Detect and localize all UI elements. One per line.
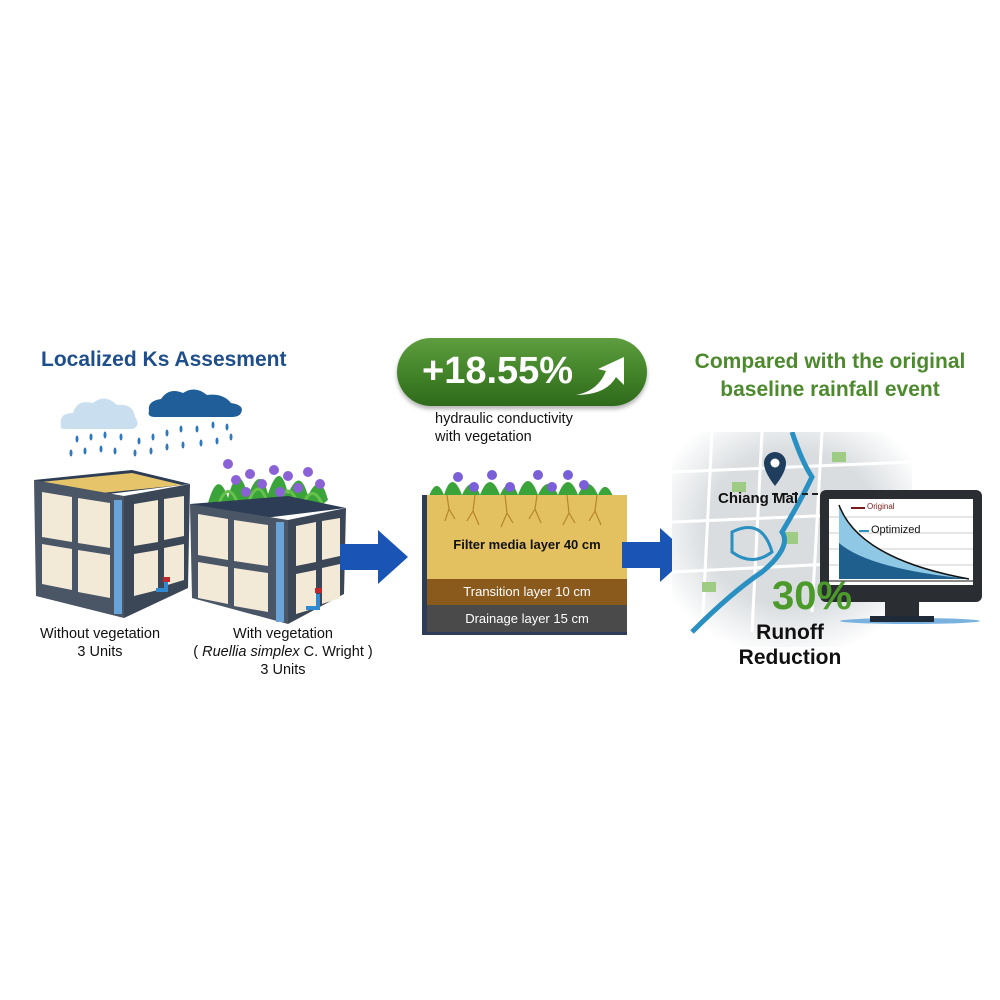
- right-title-line: baseline rainfall event: [720, 378, 940, 401]
- transition-layer: Transition layer 10 cm: [427, 579, 627, 605]
- optimized-hydrograph-area: [839, 543, 969, 579]
- light-cloud-icon: [60, 398, 138, 429]
- unit-label-line: With vegetation: [233, 626, 333, 642]
- reduction-label-line: Runoff: [756, 621, 824, 644]
- unit-label-with-vegetation: With vegetation ( Ruellia simplex C. Wri…: [178, 625, 388, 679]
- reduction-label: Runoff Reduction: [720, 620, 860, 670]
- badge-caption-line: with vegetation: [435, 429, 532, 445]
- unit-label-line: Without vegetation: [39, 626, 161, 642]
- hydrograph-chart: [829, 504, 973, 582]
- location-pin-icon: [764, 452, 786, 486]
- right-title-line: Compared with the original: [694, 350, 966, 373]
- unit-count: 3 Units: [77, 644, 123, 660]
- filter-media-layer: Filter media layer 40 cm: [427, 495, 627, 579]
- dark-cloud-icon: [148, 389, 242, 417]
- legend-optimized: Optimized: [871, 524, 921, 536]
- badge-caption-line: hydraulic conductivity: [435, 411, 573, 427]
- species-name: ( Ruellia simplex C. Wright ): [178, 643, 388, 661]
- original-curve: [838, 504, 970, 580]
- monitor-stand: [885, 602, 919, 620]
- drainage-layer: Drainage layer 15 cm: [427, 605, 627, 632]
- monitor-foot: [870, 616, 934, 622]
- location-label: Chiang Mai: [718, 490, 799, 507]
- species-paren: (: [193, 644, 203, 660]
- rain-clouds-icon: [60, 389, 242, 457]
- legend-original: Original: [867, 502, 895, 511]
- monitor-screen: Original Optimized: [829, 499, 973, 585]
- up-arrow-icon: [576, 357, 624, 395]
- river: [690, 432, 815, 634]
- conductivity-badge: [397, 338, 647, 406]
- conductivity-value: +18.55%: [422, 350, 574, 392]
- unit-count: 3 Units: [260, 662, 306, 678]
- reduction-value: 30%: [772, 574, 853, 618]
- species-italic: Ruellia simplex: [202, 644, 300, 660]
- species-author: C. Wright ): [299, 644, 373, 660]
- lysimeter-box-without-vegetation: [34, 470, 190, 618]
- soil-profile: Filter media layer 40 cm Transition laye…: [422, 495, 627, 635]
- right-panel-title: Compared with the original baseline rain…: [670, 348, 990, 404]
- lysimeter-box-with-vegetation: [190, 459, 346, 624]
- reduction-label-line: Reduction: [738, 646, 842, 669]
- roots-icon: [444, 495, 602, 528]
- unit-label-without-vegetation: Without vegetation 3 Units: [20, 625, 180, 661]
- flow-arrow-1-icon: [340, 530, 408, 584]
- bioretention-plants-icon: [418, 465, 618, 499]
- left-panel-title: Localized Ks Assesment: [41, 348, 287, 371]
- filter-media-label: Filter media layer 40 cm: [453, 537, 601, 552]
- badge-caption: hydraulic conductivity with vegetation: [435, 410, 573, 446]
